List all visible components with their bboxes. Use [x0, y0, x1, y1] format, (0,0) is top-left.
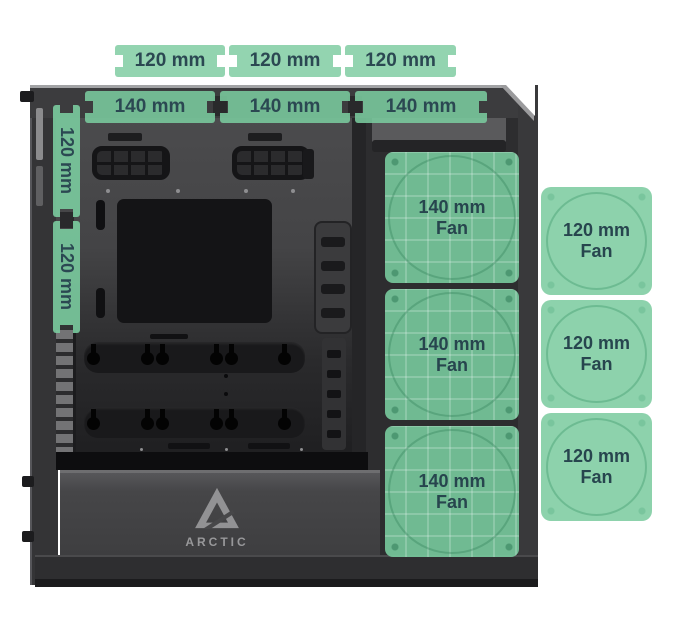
shroud-shadow-gap	[56, 452, 368, 470]
drive-mount-rail-2	[84, 407, 305, 438]
screw-hole	[224, 374, 228, 378]
external-fan-120-2: 120 mm Fan	[541, 300, 652, 408]
fan-size-label: 120 mm	[562, 446, 631, 466]
fan-size-label: 120 mm	[562, 333, 631, 353]
screw-dot	[300, 448, 303, 451]
cpu-cooler-cutout	[117, 199, 272, 323]
vent-slot	[168, 443, 210, 449]
fan-word-label: Fan	[435, 217, 468, 238]
vent-slot	[248, 443, 290, 449]
fan-size-tab-120-top-2: 120 mm	[229, 45, 341, 77]
fan-size-tab-120-front-2: 120 mm	[53, 221, 80, 333]
vent-slot	[150, 334, 188, 339]
drive-keyhole	[156, 344, 169, 365]
drive-keyhole	[225, 409, 238, 430]
cover-slot	[321, 236, 345, 247]
thumbscrew-bottom-1	[22, 476, 34, 487]
cover-slot	[327, 350, 341, 358]
case-bottom-rail	[35, 555, 538, 587]
fan-size-label: 120 mm	[562, 220, 631, 240]
cable-clip-left	[108, 133, 142, 141]
external-fan-120-1: 120 mm Fan	[541, 187, 652, 295]
cover-slot	[327, 370, 341, 378]
drive-keyhole	[141, 344, 154, 365]
front-panel-stripe	[36, 166, 43, 206]
tab-label: 120 mm	[365, 50, 436, 71]
fan-size-tab-140-3: 140 mm	[355, 91, 487, 123]
psu-shroud	[60, 470, 380, 556]
fan-word-label: Fan	[580, 354, 613, 374]
cable-tie-bracket	[303, 149, 314, 179]
drive-keyhole	[87, 344, 100, 365]
cable-routing-cover-lower	[322, 338, 346, 450]
top-vent-slot	[372, 140, 506, 152]
arctic-logo-text: ARCTIC	[185, 535, 249, 549]
cover-slot	[327, 410, 341, 418]
cable-slot-left-1	[96, 200, 105, 230]
tab-label: 120 mm	[57, 243, 77, 311]
tab-label: 140 mm	[249, 96, 321, 117]
fan-word-label: Fan	[580, 467, 613, 487]
fan-size-label: 140 mm	[418, 196, 486, 217]
drive-keyhole	[141, 409, 154, 430]
drive-keyhole	[278, 344, 291, 365]
fan-word-label: Fan	[435, 354, 468, 375]
fan-size-tab-140-2: 140 mm	[220, 91, 350, 123]
standoff-screw	[106, 189, 110, 193]
fan-word-label: Fan	[435, 491, 468, 512]
cable-clip-right	[248, 133, 282, 141]
drive-mount-rail-1	[84, 342, 305, 373]
top-right-chamfer-cut	[506, 85, 535, 116]
thumbscrew-top	[20, 91, 34, 102]
cover-slot	[321, 284, 345, 295]
fan-size-tab-120-front-1: 120 mm	[53, 105, 80, 217]
drive-keyhole	[225, 344, 238, 365]
standoff-screw	[291, 189, 295, 193]
front-io-stripe	[36, 108, 43, 160]
arctic-logo: ARCTIC	[172, 487, 262, 549]
drive-keyhole	[278, 409, 291, 430]
cover-slot	[327, 430, 341, 438]
fan-size-tab-120-top-3: 120 mm	[345, 45, 456, 77]
front-drive-bracket	[56, 330, 76, 460]
interior-fan-slot-140-1: 140 mm Fan	[385, 152, 519, 283]
tab-label: 120 mm	[134, 50, 206, 71]
thumbscrew-bottom-2	[22, 531, 34, 542]
cover-slot	[321, 308, 345, 319]
tray-edge-divider	[352, 118, 366, 456]
drive-keyhole	[210, 409, 223, 430]
cable-grommet-left	[92, 146, 170, 180]
drive-keyhole	[210, 344, 223, 365]
tab-label: 120 mm	[57, 127, 77, 195]
fan-word-label: Fan	[580, 241, 613, 261]
case-rear-panel	[518, 85, 538, 585]
screw-hole	[224, 392, 228, 396]
fan-size-label: 140 mm	[418, 333, 486, 354]
drive-keyhole	[156, 409, 169, 430]
cable-slot-left-2	[96, 288, 105, 318]
tab-label: 140 mm	[385, 96, 457, 117]
cable-grommet-right	[232, 146, 310, 180]
external-fan-120-3: 120 mm Fan	[541, 413, 652, 521]
screw-dot	[225, 448, 228, 451]
drive-keyhole	[87, 409, 100, 430]
tab-connector	[60, 212, 74, 228]
cover-slot	[327, 390, 341, 398]
standoff-screw	[244, 189, 248, 193]
screw-dot	[140, 448, 143, 451]
interior-fan-slot-140-2: 140 mm Fan	[385, 289, 519, 420]
interior-fan-slot-140-3: 140 mm Fan	[385, 426, 519, 557]
fan-size-tab-120-top-1: 120 mm	[115, 45, 225, 77]
cable-routing-cover	[314, 221, 352, 334]
standoff-screw	[176, 189, 180, 193]
cover-slot	[321, 260, 345, 271]
fan-size-label: 140 mm	[418, 470, 486, 491]
tab-label: 140 mm	[114, 96, 186, 117]
fan-size-tab-140-1: 140 mm	[85, 91, 215, 123]
arctic-logo-icon	[195, 487, 239, 532]
tab-label: 120 mm	[249, 50, 321, 71]
